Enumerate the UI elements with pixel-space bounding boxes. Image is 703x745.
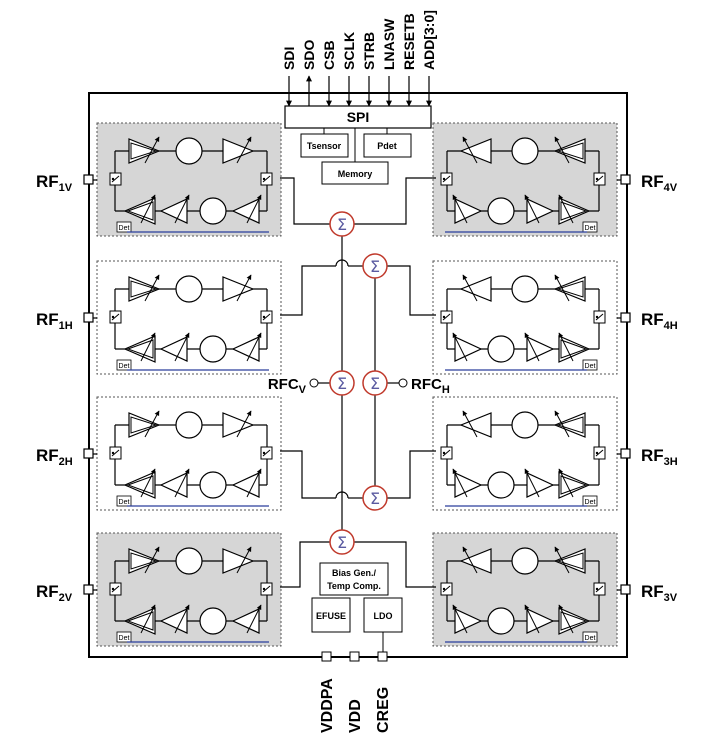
top-pins: SDI SDO CSB SCLK STRB LNASW RESETB ADD[3… [281,10,437,107]
det-label: Det [119,499,130,506]
rf-channel-7: Det RF3H [432,396,678,511]
det-label: Det [585,363,596,370]
rf-pad [620,584,631,595]
det-label: Det [585,499,596,506]
rfc-ports: RFCV RFCH [268,376,450,396]
rf-channel-3: Det RF2H [36,396,282,511]
pdet-label: Pdet [377,141,397,151]
pin-vddpa: VDDPA [319,678,336,733]
rf-port-label: RF4H [641,310,678,332]
memory-block [321,161,389,185]
ldo-block [363,597,403,633]
rfc-h-label: RFCH [411,376,450,396]
power-section: Bias Gen./ Temp Comp. EFUSE LDO [311,562,403,633]
pin-strb: STRB [361,32,377,70]
bias-label-2: Temp Comp. [327,581,381,591]
rf-port-label: RF3V [641,582,678,604]
pin-resetb: RESETB [401,13,417,70]
rf-pad [620,312,631,323]
spi-block [284,105,432,129]
rfc-h-port [398,378,408,388]
pin-vdd: VDD [347,699,364,733]
tsensor-label: Tsensor [307,141,342,151]
pin-add: ADD[3:0] [421,10,437,70]
svg-text:Σ: Σ [370,489,380,508]
rf-channel-4: Det RF2V [36,532,282,647]
det-label: Det [119,225,130,232]
bias-label-1: Bias Gen./ [332,568,377,578]
efuse-block [311,597,351,633]
rf-port-label: RF2V [36,582,73,604]
det-label: Det [585,225,596,232]
summer-s4: Σ [329,529,355,555]
rf-pad [83,312,94,323]
spi-label: SPI [347,109,370,125]
summer-sv: Σ [329,370,355,396]
rf-pad [83,584,94,595]
rf-channel-2: Det RF1H [36,260,282,375]
control-section: SPI Tsensor Pdet Memory [284,105,432,185]
efuse-label: EFUSE [316,611,346,621]
memory-label: Memory [338,169,373,179]
pin-sclk: SCLK [341,32,357,70]
svg-text:Σ: Σ [337,533,347,552]
pin-sdi: SDI [281,47,297,70]
rf-pad [620,174,631,185]
pin-sdo: SDO [301,40,317,70]
rf-port-label: RF3H [641,446,678,468]
rf-channels: DetRF1VDetRF1HDetRF2HDetRF2VDetRF4VDetRF… [36,122,678,647]
pin-lnasw: LNASW [381,18,397,70]
pin-creg: CREG [375,687,392,733]
pad-vdd [349,651,360,662]
svg-text:Σ: Σ [337,374,347,393]
rf-port-label: RF2H [36,446,73,468]
rf-channel-6: Det RF4H [432,260,678,375]
rf-port-label: RF1H [36,310,73,332]
tsensor-block [300,133,349,158]
ldo-label: LDO [374,611,393,621]
det-label: Det [585,635,596,642]
det-label: Det [119,363,130,370]
rf-pad [620,448,631,459]
pad-creg [377,651,388,662]
summer-s3: Σ [362,485,388,511]
rf-channel-8: Det RF3V [432,532,678,647]
summers: Σ Σ Σ Σ Σ Σ [329,211,388,555]
rf-port-label: RF1V [36,172,73,194]
rf-channel-1: Det RF1V [36,122,282,237]
summer-s1: Σ [329,211,355,237]
summer-sh: Σ [362,370,388,396]
pdet-block [363,133,412,158]
svg-text:Σ: Σ [337,215,347,234]
rf-pad [83,174,94,185]
rfc-v-port [309,378,319,388]
svg-text:Σ: Σ [370,374,380,393]
rf-channel-5: Det RF4V [432,122,678,237]
pad-vddpa [321,651,332,662]
combiner-wires [280,177,436,588]
det-label: Det [119,635,130,642]
rf-pad [83,448,94,459]
bias-block [319,562,389,596]
rf-port-label: RF4V [641,172,678,194]
bottom-pins: VDDPA VDD CREG [319,632,392,733]
rfc-v-label: RFCV [268,376,307,396]
svg-text:Σ: Σ [370,257,380,276]
summer-s2: Σ [362,253,388,279]
pin-csb: CSB [321,40,337,70]
